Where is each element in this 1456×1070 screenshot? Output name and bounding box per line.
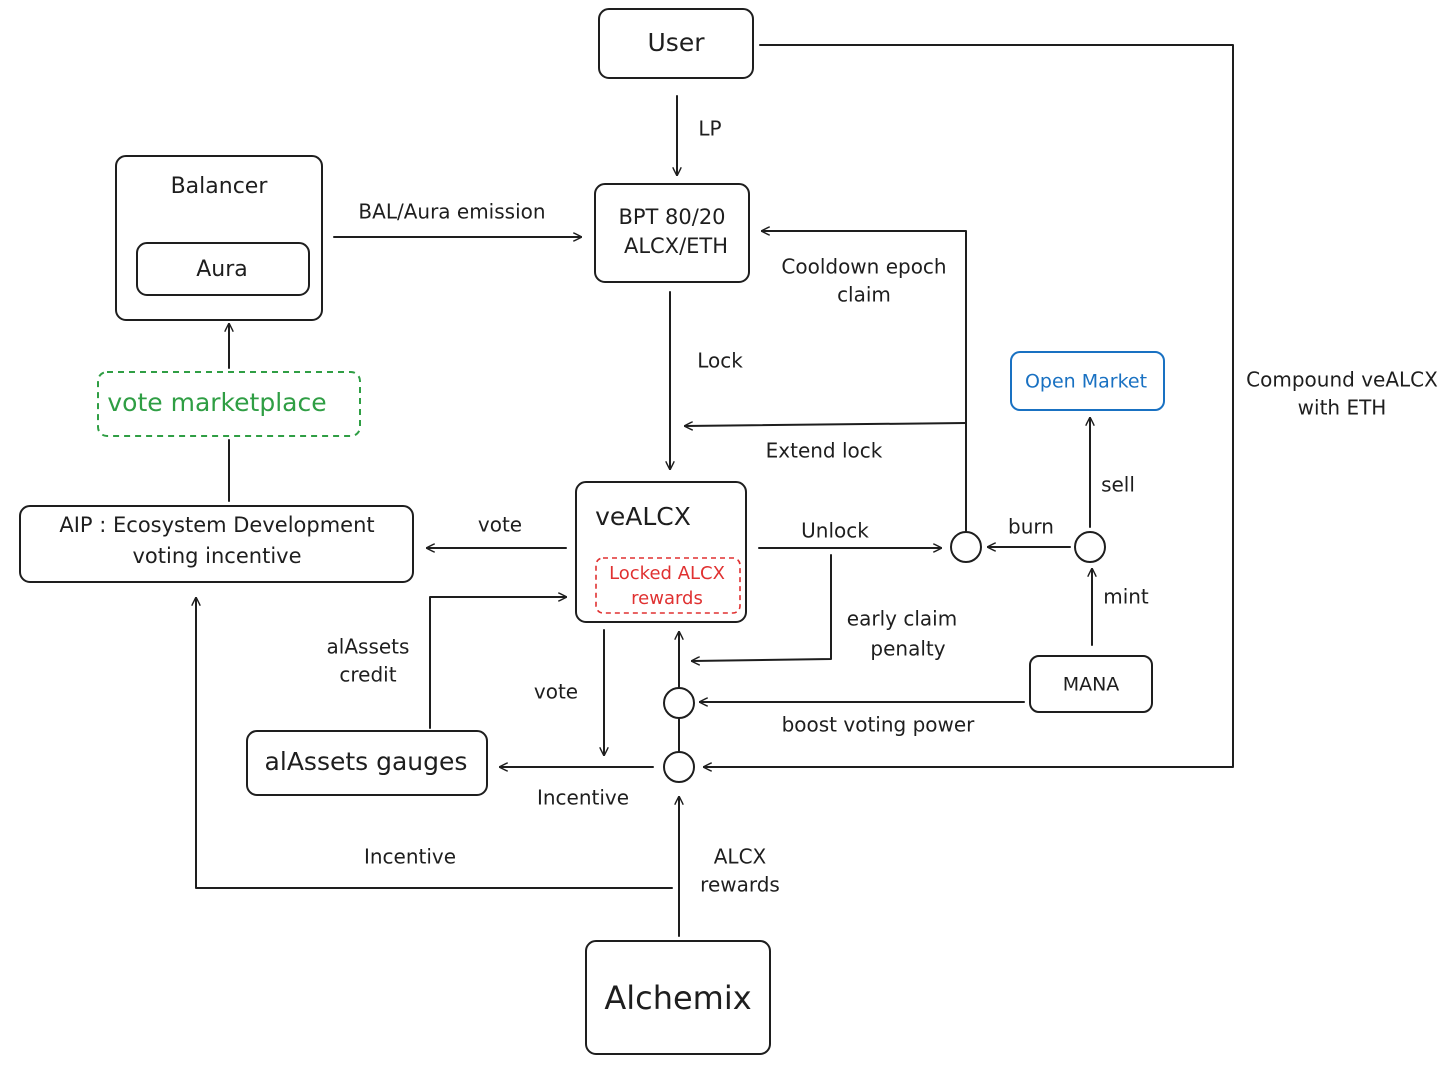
incentive-aip-arrow [196,597,673,889]
lock-label: Lock [697,349,743,373]
aura-label: Aura [196,257,248,282]
bpt-node: BPT 80/20 ALCX/ETH [594,183,750,283]
extend-lock-label: Extend lock [766,439,883,463]
boost-junction-circle [663,687,695,719]
vealcx-label: veALCX [595,502,691,531]
vote-down-label: vote [534,680,578,704]
incentive-aip-label: Incentive [364,845,456,869]
mint-sell-junction-circle [1074,531,1106,563]
cooldown-label-line2: claim [837,283,891,307]
open-market-label: Open Market [1025,371,1147,393]
bpt-label-line1: BPT 80/20 [618,205,725,229]
burn-junction-circle [950,531,982,563]
vote-marketplace-node: vote marketplace [97,371,361,437]
vote-aip-label: vote [478,513,522,537]
compound-label-line2: with ETH [1298,396,1387,420]
alcx-rewards-label-line1: ALCX [714,845,767,869]
user-node: User [598,8,754,79]
aip-node: AIP : Ecosystem Development voting incen… [19,505,414,583]
lp-label: LP [698,117,721,141]
cooldown-label-line1: Cooldown epoch [781,255,946,279]
alassets-gauges-label: alAssets gauges [265,747,468,776]
sell-label: sell [1101,473,1135,497]
alcx-rewards-label-line2: rewards [700,873,780,897]
compound-label-line1: Compound veALCX [1246,368,1438,392]
mana-label: MANA [1063,674,1120,696]
alassets-credit-arrow [429,597,567,729]
early-claim-penalty-arrow [691,554,832,661]
mint-label: mint [1103,585,1149,609]
cooldown-claim-arrow [761,231,967,532]
balancer-node: Balancer Aura [115,155,323,321]
alassets-gauges-node: alAssets gauges [246,730,488,796]
locked-alcx-rewards-node: Locked ALCX rewards [595,557,741,614]
burn-label: burn [1008,515,1054,539]
incentive-gauges-label: Incentive [537,786,629,810]
balancer-label: Balancer [171,174,269,199]
open-market-node: Open Market [1010,351,1165,411]
compound-arrow [703,44,1234,767]
alchemix-node: Alchemix [585,940,771,1055]
boost-voting-power-label: boost voting power [782,713,976,737]
bal-aura-emission-label: BAL/Aura emission [358,200,545,224]
alassets-credit-label-line2: credit [339,663,396,687]
unlock-label: Unlock [801,519,869,543]
mana-node: MANA [1029,655,1153,713]
alassets-credit-label-line1: alAssets [327,635,410,659]
alchemix-label: Alchemix [604,979,751,1017]
early-claim-label-line1: early claim [847,607,957,631]
user-label: User [648,28,706,57]
locked-alcx-label-line2: rewards [631,588,703,609]
aura-node: Aura [136,242,310,296]
bpt-label-line2: ALCX/ETH [624,234,728,258]
extend-lock-arrow [684,423,967,426]
vealcx-node: veALCX Locked ALCX rewards [575,481,747,623]
vote-marketplace-label: vote marketplace [107,388,326,417]
rewards-junction-circle [663,751,695,783]
aip-label-line2: voting incentive [133,544,302,568]
early-claim-label-line2: penalty [870,637,945,661]
aip-label-line1: AIP : Ecosystem Development [59,513,374,537]
locked-alcx-label-line1: Locked ALCX [609,563,725,584]
